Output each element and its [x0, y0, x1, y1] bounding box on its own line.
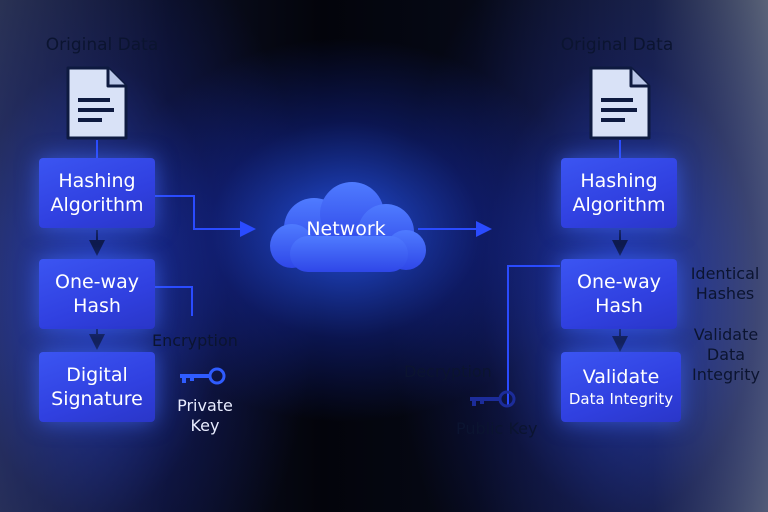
- document-icon: [66, 66, 128, 140]
- private-key-label: Private Key: [166, 396, 244, 436]
- digital-signature-box: Digital Signature: [39, 352, 155, 422]
- label-line: Key: [190, 416, 220, 435]
- encryption-connector: [155, 286, 193, 316]
- box-line: Hashing: [580, 170, 658, 192]
- box-line: Data Integrity: [568, 390, 674, 408]
- box-line: One-way: [55, 271, 139, 293]
- box-line: Hash: [595, 295, 643, 317]
- note-line: Validate: [693, 325, 759, 344]
- note-line: Data: [706, 345, 746, 364]
- left-to-network-arrow: [155, 195, 256, 237]
- right-title: Original Data: [560, 35, 674, 55]
- left-hashing-algorithm-box: Hashing Algorithm: [39, 158, 155, 228]
- box-line: Validate: [582, 366, 660, 388]
- right-hashing-algorithm-box: Hashing Algorithm: [561, 158, 677, 228]
- box-line: Hash: [73, 295, 121, 317]
- document-icon: [589, 66, 651, 140]
- decryption-connector: [507, 265, 560, 405]
- identical-hashes-note: Identical Hashes: [688, 264, 762, 304]
- note-line: Hashes: [695, 284, 755, 303]
- box-line: Algorithm: [50, 194, 144, 216]
- box-line: Signature: [51, 388, 143, 410]
- note-line: Identical: [690, 264, 760, 283]
- right-one-way-hash-box: One-way Hash: [561, 259, 677, 329]
- box-line: Hashing: [58, 170, 136, 192]
- note-line: Integrity: [692, 365, 760, 384]
- cloud-icon: [270, 182, 426, 272]
- decryption-label: Decryption: [404, 362, 492, 381]
- left-title: Original Data: [45, 35, 159, 55]
- box-line: Digital: [66, 364, 128, 386]
- key-icon: [180, 367, 226, 385]
- public-key-label: Public Key: [456, 419, 538, 438]
- label-line: Private: [177, 396, 233, 415]
- box-line: One-way: [577, 271, 661, 293]
- encryption-label: Encryption: [152, 331, 238, 350]
- network-label: Network: [306, 218, 386, 240]
- key-icon: [470, 390, 516, 408]
- left-one-way-hash-box: One-way Hash: [39, 259, 155, 329]
- validate-data-integrity-note: Validate Data Integrity: [688, 325, 764, 385]
- box-line: Algorithm: [572, 194, 666, 216]
- validate-data-integrity-box: Validate Data Integrity: [561, 352, 681, 422]
